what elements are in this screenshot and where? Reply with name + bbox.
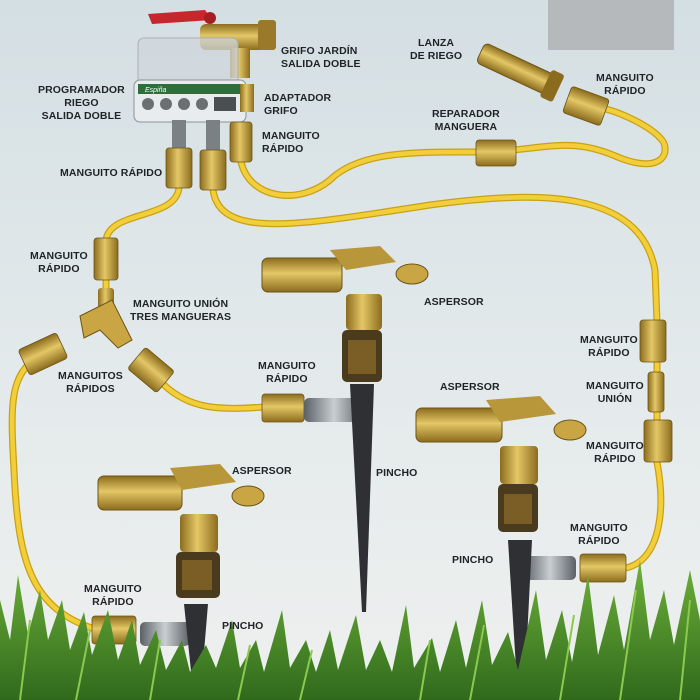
programmer-brand: Espiña — [145, 87, 167, 94]
label-aspersor-2: ASPERSOR — [440, 381, 500, 394]
label-pincho-1: PINCHO — [376, 467, 417, 480]
label-manguito-rapido-left: MANGUITO RÁPIDO — [60, 167, 162, 180]
label-aspersor-3: ASPERSOR — [232, 465, 292, 478]
label-pincho-3: PINCHO — [222, 620, 263, 633]
corner-patch — [548, 0, 674, 50]
label-pincho-2: PINCHO — [452, 554, 493, 567]
label-aspersor-1: ASPERSOR — [424, 296, 484, 309]
